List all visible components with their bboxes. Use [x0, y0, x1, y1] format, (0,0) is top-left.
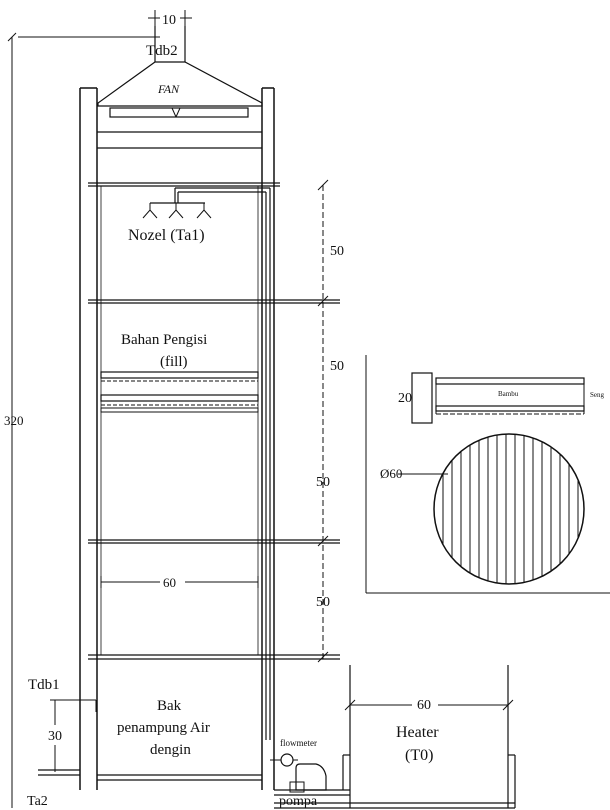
heater-label-line1: Heater	[396, 724, 439, 741]
heater-label-line2: (T0)	[405, 747, 433, 764]
chimney	[154, 26, 186, 62]
detail-view: 20 Bambu Seng	[365, 355, 610, 594]
bahan-label-line2: (fill)	[160, 354, 188, 370]
plate-slats	[442, 434, 579, 584]
tower-width-dimension: 60	[100, 575, 259, 590]
bahan-label-line1: Bahan Pengisi	[121, 332, 207, 348]
top-width-dimension: 10	[148, 10, 192, 28]
section-dimensions: 50 50 50 50	[316, 179, 344, 663]
nozzles	[142, 202, 212, 219]
heater	[342, 665, 516, 808]
bak-label-line3: dengin	[150, 742, 191, 758]
basin-height-label: 30	[48, 729, 62, 744]
flowmeter: flowmeter	[270, 738, 317, 767]
dim-50-nozzle: 50	[330, 244, 344, 259]
circular-fill-plate: Ø60	[380, 433, 585, 585]
detail-height-label: 20	[398, 391, 412, 406]
fan-housing: FAN	[97, 61, 263, 118]
dim-50-lower: 50	[316, 595, 330, 610]
pump: pompa	[279, 763, 327, 809]
fill-layers	[100, 371, 259, 413]
dim-50-mid: 50	[316, 475, 330, 490]
total-height-label: 320	[4, 413, 24, 428]
heater-width-label: 60	[417, 698, 431, 713]
top-width-label: 10	[162, 13, 176, 28]
diameter-label: Ø60	[380, 466, 402, 481]
heater-width-dimension: 60	[344, 698, 514, 713]
dim-50-fill: 50	[330, 359, 344, 374]
total-height-dimension: 320	[4, 32, 160, 808]
bak-label-line2: penampung Air	[117, 720, 210, 736]
tower-frame	[79, 87, 340, 790]
fan-label: FAN	[157, 82, 180, 96]
bambu-label: Bambu	[498, 390, 519, 398]
basin-outlet-pipe	[38, 769, 515, 809]
pump-label: pompa	[279, 794, 318, 809]
tower-width-label: 60	[163, 575, 176, 590]
basin-height-dimension: 30	[48, 699, 97, 772]
tdb2-label: Tdb2	[146, 43, 178, 59]
fan-blade	[109, 107, 249, 118]
flowmeter-label: flowmeter	[280, 738, 317, 748]
tdb1-label: Tdb1	[28, 677, 60, 693]
supply-pipe	[174, 187, 271, 740]
nozel-label: Nozel (Ta1)	[128, 227, 205, 244]
bak-label-line1: Bak	[157, 698, 182, 714]
ta2-label: Ta2	[27, 794, 48, 809]
seng-label: Seng	[590, 391, 605, 399]
